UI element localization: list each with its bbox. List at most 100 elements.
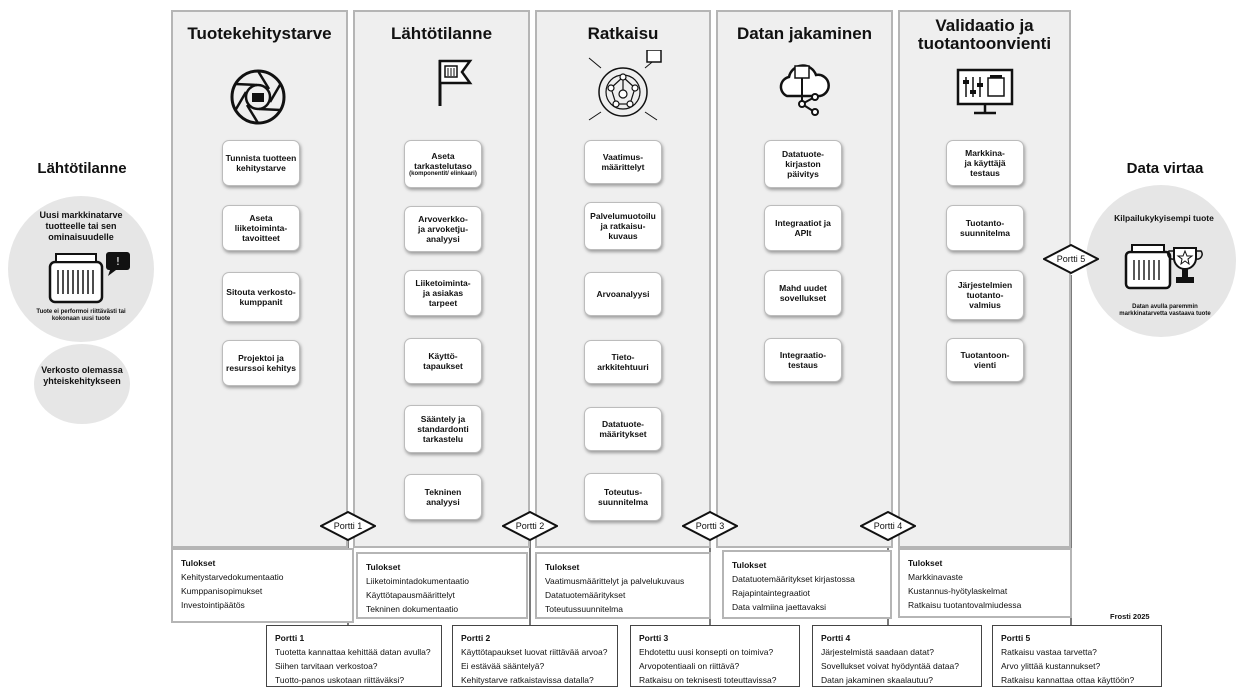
gate-question: Ratkaisu kannattaa ottaa käyttöön? [1001, 675, 1135, 685]
results-item: Data valmiina jaettavaksi [732, 602, 827, 612]
gate-diamond-5: Portti 5 [1041, 243, 1101, 275]
flag-icon [438, 59, 473, 106]
results-item: Liiketoimintadokumentaatio [366, 576, 470, 586]
gate-question: Ei estävää sääntelyä? [461, 661, 545, 671]
gate-question: Tuotto-panos uskotaan riittäväksi? [275, 675, 405, 685]
gate-question: Arvo ylittää kustannukset? [1001, 661, 1101, 671]
results-box: Tulokset Liiketoimintadokumentaatio Käyt… [356, 552, 528, 619]
results-item: Kehitystarvedokumentaatio [181, 572, 284, 582]
diamond-shape [318, 510, 378, 542]
gate-question: Arvopotentiaali on riittävä? [639, 661, 740, 671]
results-item: Rajapintaintegraatiot [732, 588, 810, 598]
gate-questions-box: Portti 3 Ehdotettu uusi konsepti on toim… [630, 625, 800, 687]
step-box: Datatuote- määritykset [584, 407, 662, 451]
step-box: Aseta liiketoiminta-tavoitteet [222, 205, 300, 251]
step-box: Järjestelmien tuotanto- valmius [946, 270, 1024, 320]
step-box: Käyttö- tapaukset [404, 338, 482, 384]
results-heading: Tulokset [732, 560, 767, 570]
network-circle [34, 344, 130, 424]
results-item: Markkinavaste [908, 572, 963, 582]
gate-diamond-4: Portti 4 [858, 510, 918, 542]
gate-label: Portti 2 [515, 521, 545, 531]
monitor-controls-icon [956, 68, 1014, 115]
results-item: Ratkaisu tuotantovalmiudessa [908, 600, 1022, 610]
results-item: Käyttötapausmäärittelyt [366, 590, 455, 600]
results-item: Vaatimusmäärittelyt ja palvelukuvaus [545, 576, 685, 586]
step-box: Markkina- ja käyttäjä testaus [946, 140, 1024, 186]
gate-question: Sovellukset voivat hyödyntää dataa? [821, 661, 959, 671]
results-heading: Tulokset [908, 558, 943, 568]
step-box: Sitouta verkosto-kumppanit [222, 272, 300, 322]
diamond-shape [500, 510, 560, 542]
step-box: Projektoi ja resurssoi kehitys [222, 340, 300, 386]
camera-aperture-icon [230, 69, 286, 125]
results-box: Tulokset Datatuotemääritykset kirjastoss… [722, 550, 892, 619]
column-title: Tuotekehitystarve [187, 24, 332, 43]
gate-question: Ehdotettu uusi konsepti on toimiva? [639, 647, 774, 657]
results-item: Datatuotemääritykset [545, 590, 626, 600]
step-box: Integraatio- testaus [764, 338, 842, 382]
product-device-icon: ! [48, 252, 130, 304]
left-circle-text: Uusi markkinatarve tuotteelle tai sen om… [39, 210, 123, 242]
left-circle-note: Tuote ei performoi riittävästi tai kokon… [36, 309, 126, 322]
gate-questions-box: Portti 2 Käyttötapaukset luovat riittävä… [452, 625, 618, 687]
step-box: Tuotanto- suunnitelma [946, 205, 1024, 251]
gate-heading: Portti 3 [639, 633, 669, 643]
right-panel-title: Data virtaa [1126, 160, 1204, 177]
cloud-share-icon [779, 64, 830, 116]
gate-label: Portti 4 [873, 521, 903, 531]
right-circle-note: Datan avulla paremmin markkinatarvetta v… [1119, 304, 1211, 317]
credit-text: Frosti 2025 [1110, 612, 1150, 621]
gate-heading: Portti 5 [1001, 633, 1031, 643]
gate-question: Datan jakaminen skaalautuu? [821, 675, 933, 685]
step-box: Integraatiot ja APIt [764, 205, 842, 251]
step-box: Arvoanalyysi [584, 272, 662, 316]
gate-question: Kehitystarve ratkaistavissa datalla? [461, 675, 594, 685]
network-hub-icon [588, 50, 662, 121]
gate-heading: Portti 2 [461, 633, 491, 643]
results-heading: Tulokset [366, 562, 401, 572]
results-item: Datatuotemääritykset kirjastossa [732, 574, 855, 584]
results-heading: Tulokset [545, 562, 580, 572]
gate-questions-box: Portti 4 Järjestelmistä saadaan datat? S… [812, 625, 982, 687]
gate-question: Tuotetta kannattaa kehittää datan avulla… [275, 647, 431, 657]
diamond-shape [1041, 243, 1101, 275]
gate-diamond-2: Portti 2 [500, 510, 560, 542]
results-box: Tulokset Markkinavaste Kustannus-hyötyla… [898, 548, 1072, 618]
step-box: Datatuote- kirjaston päivitys [764, 140, 842, 188]
diamond-shape [680, 510, 740, 542]
column-title: Ratkaisu [587, 24, 659, 43]
step-box: Palvelumuotoilu ja ratkaisu- kuvaus [584, 202, 662, 250]
left-panel-title: Lähtötilanne [37, 160, 127, 177]
step-box: Aseta tarkastelutaso (komponentit/ elink… [404, 140, 482, 188]
gate-questions-box: Portti 5 Ratkaisu vastaa tarvetta? Arvo … [992, 625, 1162, 687]
column-title: Lähtötilanne [390, 24, 493, 43]
step-box: Tieto- arkkitehtuuri [584, 340, 662, 384]
step-box: Tunnista tuotteen kehitystarve [222, 140, 300, 186]
gate-question: Käyttötapaukset luovat riittävää arvoa? [461, 647, 608, 657]
gate-diamond-1: Portti 1 [318, 510, 378, 542]
svg-text:!: ! [116, 255, 120, 268]
gate-label: Portti 3 [695, 521, 725, 531]
network-circle-text: Verkosto olemassa yhteiskehitykseen [41, 365, 123, 386]
gate-questions-box: Portti 1 Tuotetta kannattaa kehittää dat… [266, 625, 442, 687]
right-circle-text: Kilpailukykyisempi tuote [1114, 213, 1214, 223]
gate-heading: Portti 4 [821, 633, 851, 643]
step-box: Vaatimus- määrittelyt [584, 140, 662, 184]
results-item: Kumppanisopimukset [181, 586, 263, 596]
step-box: Sääntely ja standardonti tarkastelu [404, 405, 482, 453]
results-box: Tulokset Kehitystarvedokumentaatio Kumpp… [171, 548, 354, 623]
gate-heading: Portti 1 [275, 633, 305, 643]
step-box: Tekninen analyysi [404, 474, 482, 520]
gate-diamond-3: Portti 3 [680, 510, 740, 542]
step-box: Tuotantoon- vienti [946, 338, 1024, 382]
gate-question: Ratkaisu on teknisesti toteuttavissa? [639, 675, 777, 685]
results-item: Investointipäätös [181, 600, 245, 610]
step-box: Toteutus- suunnitelma [584, 473, 662, 521]
gate-question: Ratkaisu vastaa tarvetta? [1001, 647, 1097, 657]
column-title: Validaatio ja tuotantoonvienti [917, 16, 1052, 53]
step-label: Aseta tarkastelutaso [414, 150, 472, 171]
results-item: Kustannus-hyötylaskelmat [908, 586, 1008, 596]
results-box: Tulokset Vaatimusmäärittelyt ja palveluk… [535, 552, 711, 619]
results-heading: Tulokset [181, 558, 216, 568]
